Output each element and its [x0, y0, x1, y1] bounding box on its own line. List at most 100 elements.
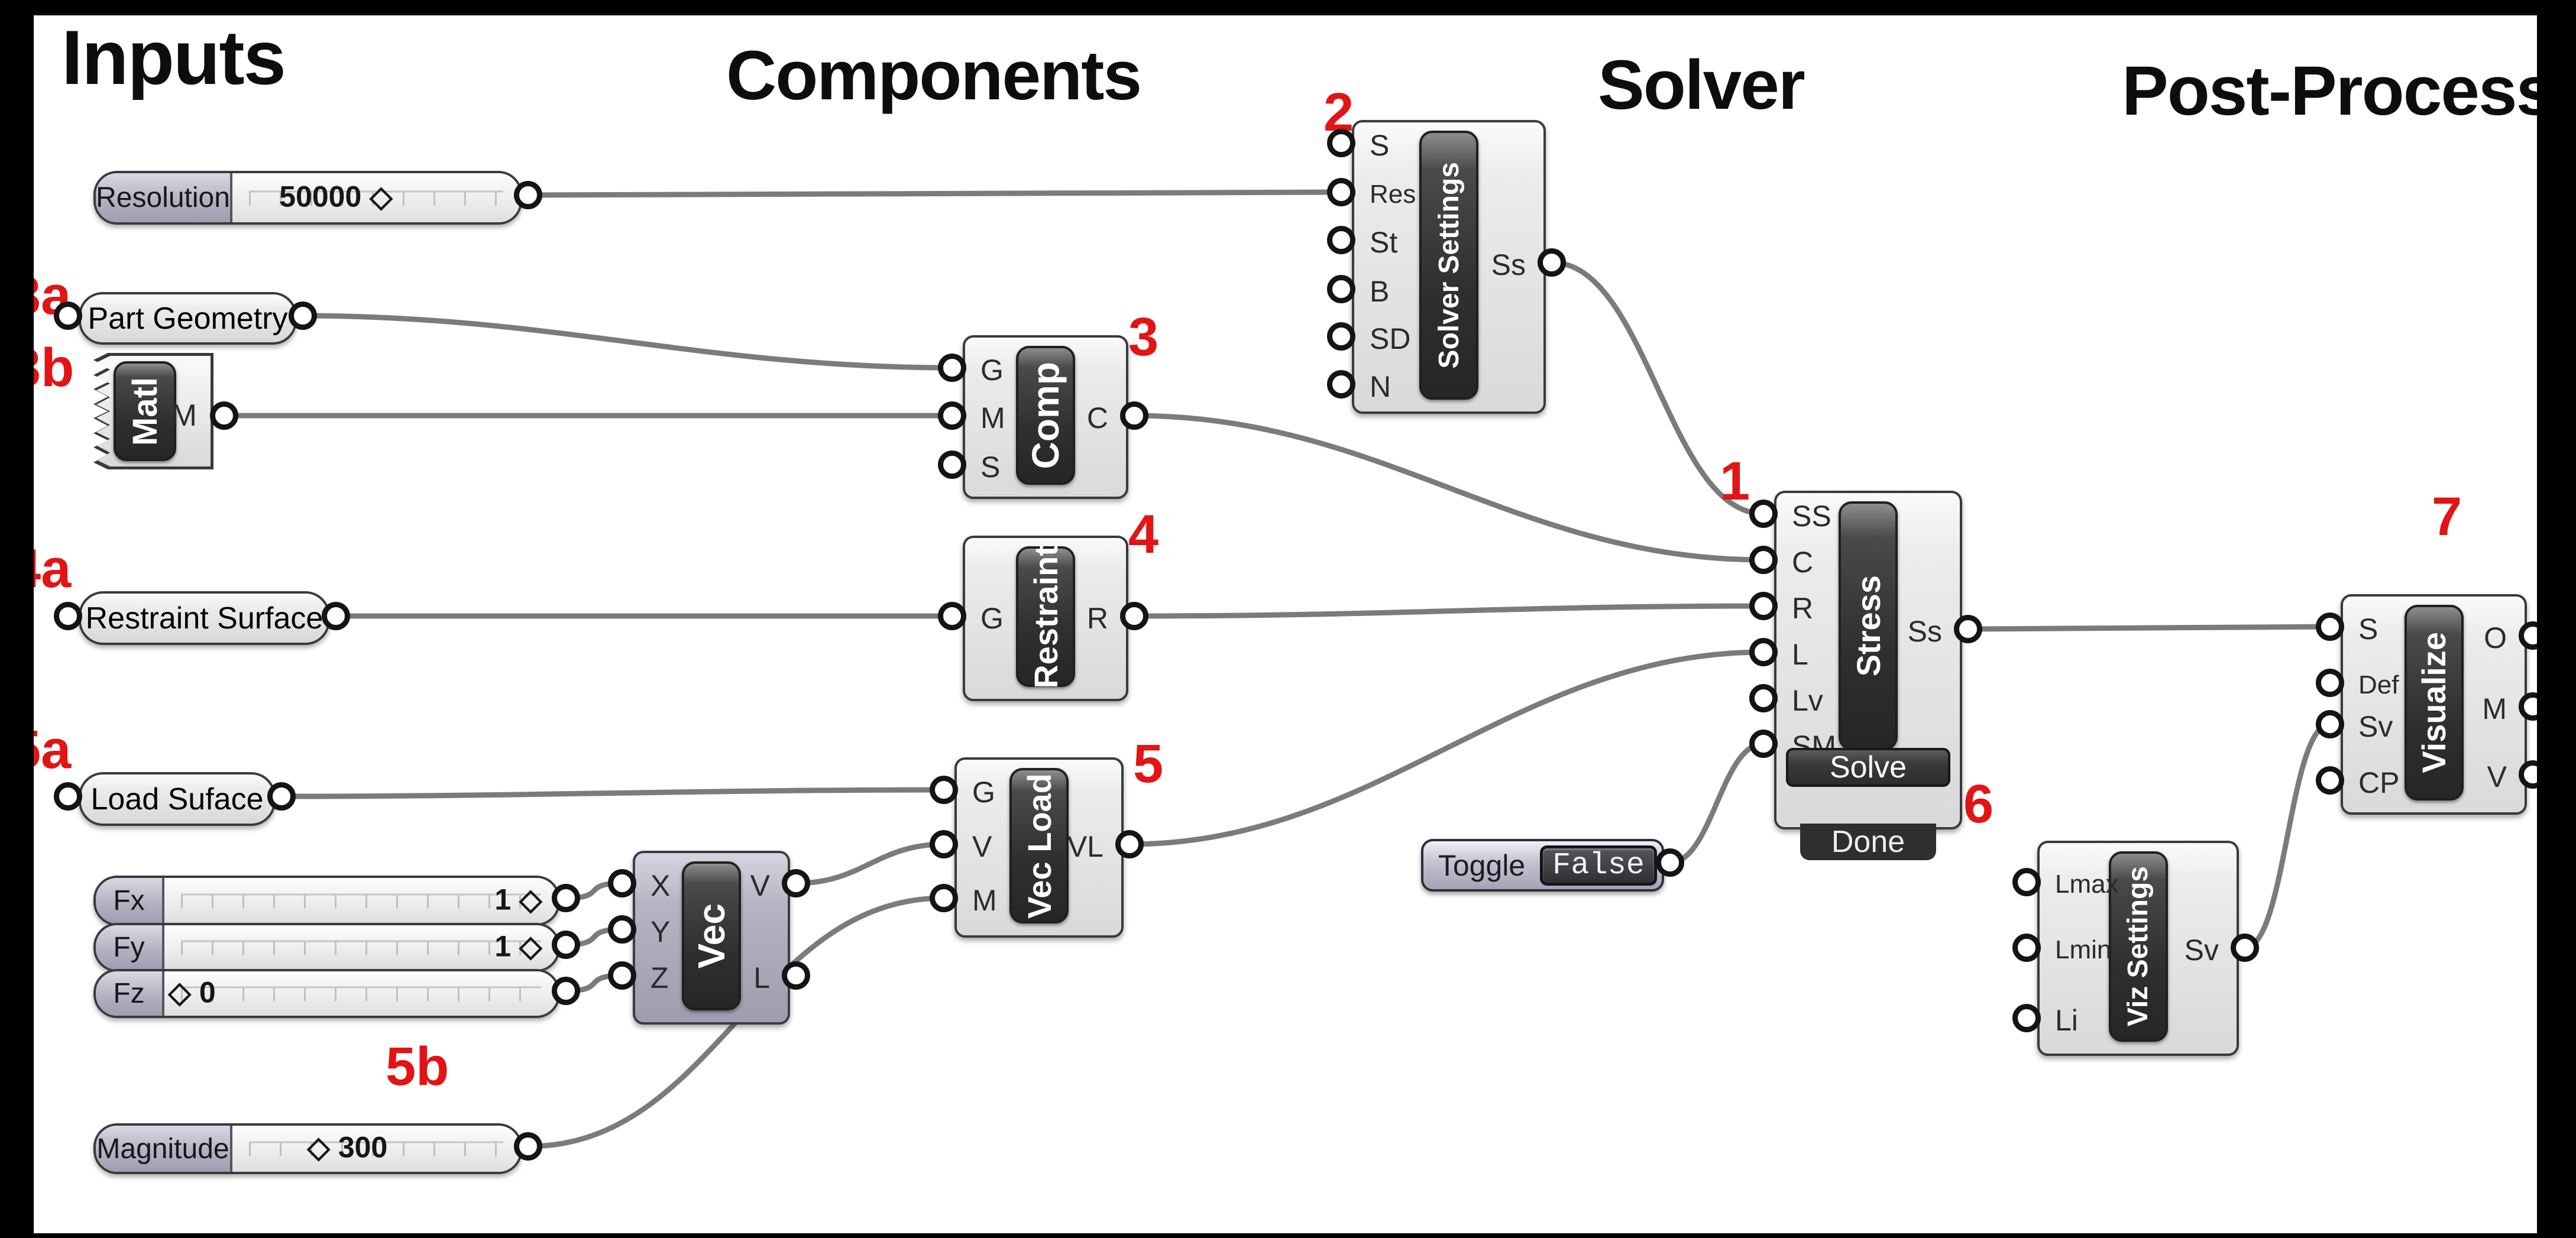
viz_settings-port-Lmin[interactable] — [2012, 934, 2041, 962]
restraint-out-label-R: R — [1086, 602, 1108, 635]
fz-value-knob[interactable]: ◇ 0 — [168, 976, 216, 1009]
matl-out-label: M — [171, 398, 197, 433]
vec_load-port-V[interactable] — [930, 830, 958, 858]
solver_settings-port-Res[interactable] — [1327, 178, 1355, 206]
part_geometry-port-out[interactable] — [289, 302, 317, 330]
solver_settings-in-label-S: S — [1370, 129, 1390, 162]
comp-in-label-M: M — [980, 401, 1005, 435]
fx-value-knob[interactable]: 1 ◇ — [494, 883, 542, 916]
viz_settings-port-Sv[interactable] — [2231, 934, 2259, 962]
comp-port-S[interactable] — [938, 451, 966, 479]
solver_settings-port-SD[interactable] — [1327, 322, 1355, 351]
fy-port-out[interactable] — [552, 931, 580, 959]
visualize-port-CP[interactable] — [2316, 766, 2344, 795]
solver_settings-port-B[interactable] — [1327, 275, 1355, 303]
fz-port-out[interactable] — [552, 977, 580, 1005]
solver_settings-title-capsule: Solver Settings — [1419, 131, 1478, 400]
resolution-ticks — [249, 190, 503, 205]
restraint_surface-port-in[interactable] — [54, 602, 82, 630]
visualize-port-Sv[interactable] — [2316, 710, 2344, 738]
stress-in-label-R: R — [1792, 592, 1814, 625]
stress-port-Ss[interactable] — [1954, 615, 1982, 643]
vec_load-port-G[interactable] — [930, 776, 958, 804]
vec-port-V[interactable] — [782, 869, 810, 897]
vec_load-title-capsule: Vec Load — [1009, 768, 1069, 923]
stress-solve-button[interactable]: Solve — [1786, 748, 1950, 787]
stress-port-Lv[interactable] — [1749, 684, 1778, 712]
visualize-in-label-Sv: Sv — [2358, 710, 2393, 743]
restraint_surface-port-out[interactable] — [322, 602, 350, 630]
fy-value-knob[interactable]: 1 ◇ — [494, 929, 542, 963]
stress-port-R[interactable] — [1749, 592, 1778, 620]
resolution-track[interactable]: 50000 ◇ — [232, 173, 520, 222]
load_surface-port-in[interactable] — [54, 782, 82, 811]
stress-port-L[interactable] — [1749, 638, 1778, 666]
magnitude-label: Magnitude — [96, 1126, 232, 1172]
stress-port-SS[interactable] — [1749, 500, 1778, 528]
toggle-port-out[interactable] — [1656, 848, 1684, 877]
fx-track[interactable]: 1 ◇ — [164, 878, 558, 923]
viz_settings-port-Li[interactable] — [2012, 1004, 2041, 1032]
wire-vec-V--vec_load-V — [793, 841, 947, 886]
solver_settings-port-St[interactable] — [1327, 226, 1355, 254]
annotation-5: 5 — [1133, 734, 1164, 794]
viz_settings-port-Lmax[interactable] — [2012, 868, 2041, 896]
stress-out-label-Ss: Ss — [1907, 615, 1942, 648]
part_geometry-port-in[interactable] — [54, 302, 82, 330]
visualize-port-Def[interactable] — [2316, 669, 2344, 697]
solver_settings-port-Ss[interactable] — [1538, 248, 1566, 277]
wire-solver_settings-Ss--stress-SS — [1549, 260, 1766, 517]
vec-port-Y[interactable] — [608, 915, 636, 944]
stress-port-SM[interactable] — [1749, 730, 1778, 758]
vec_load-port-M[interactable] — [930, 884, 958, 912]
vec-port-L[interactable] — [782, 961, 810, 990]
comp-port-G[interactable] — [938, 354, 966, 382]
stress-port-C[interactable] — [1749, 546, 1778, 574]
node-fz[interactable]: Fz◇ 0 — [93, 969, 560, 1018]
vec_load-in-label-M: M — [972, 884, 997, 917]
restraint-port-R[interactable] — [1120, 602, 1148, 630]
fz-track[interactable]: ◇ 0 — [164, 971, 558, 1016]
comp-port-M[interactable] — [938, 401, 966, 430]
fx-port-out[interactable] — [552, 884, 580, 912]
magnitude-port-out[interactable] — [514, 1132, 542, 1161]
resolution-port-out[interactable] — [514, 181, 542, 209]
fy-track[interactable]: 1 ◇ — [164, 925, 558, 970]
magnitude-track[interactable]: ◇ 300 — [232, 1126, 520, 1172]
toggle-value[interactable]: False — [1540, 845, 1657, 886]
visualize-out-label-M: M — [2482, 692, 2507, 725]
node-magnitude[interactable]: Magnitude ◇ 300 — [93, 1123, 522, 1174]
visualize-port-S[interactable] — [2316, 612, 2344, 641]
matl-port-out[interactable] — [210, 401, 238, 430]
node-part_geometry[interactable]: Part Geometry — [79, 292, 297, 345]
vec-port-X[interactable] — [608, 869, 636, 897]
solver_settings-port-S[interactable] — [1327, 129, 1355, 157]
node-restraint_surface[interactable]: Restraint Surface — [79, 591, 330, 645]
vec-in-label-Y: Y — [651, 915, 671, 948]
node-load_surface[interactable]: Load Suface — [79, 772, 276, 826]
vec-title-capsule: Vec — [682, 861, 741, 1010]
vec-port-Z[interactable] — [608, 961, 636, 990]
magnitude-value-knob[interactable]: ◇ 300 — [307, 1130, 388, 1164]
restraint-port-G[interactable] — [938, 602, 966, 630]
solver_settings-port-N[interactable] — [1327, 370, 1355, 398]
vec_load-port-VL[interactable] — [1115, 830, 1144, 858]
resolution-value-knob[interactable]: 50000 ◇ — [279, 180, 393, 213]
comp-in-label-G: G — [980, 354, 1004, 387]
comp-port-C[interactable] — [1120, 401, 1148, 430]
load_surface-port-out[interactable] — [267, 782, 296, 811]
